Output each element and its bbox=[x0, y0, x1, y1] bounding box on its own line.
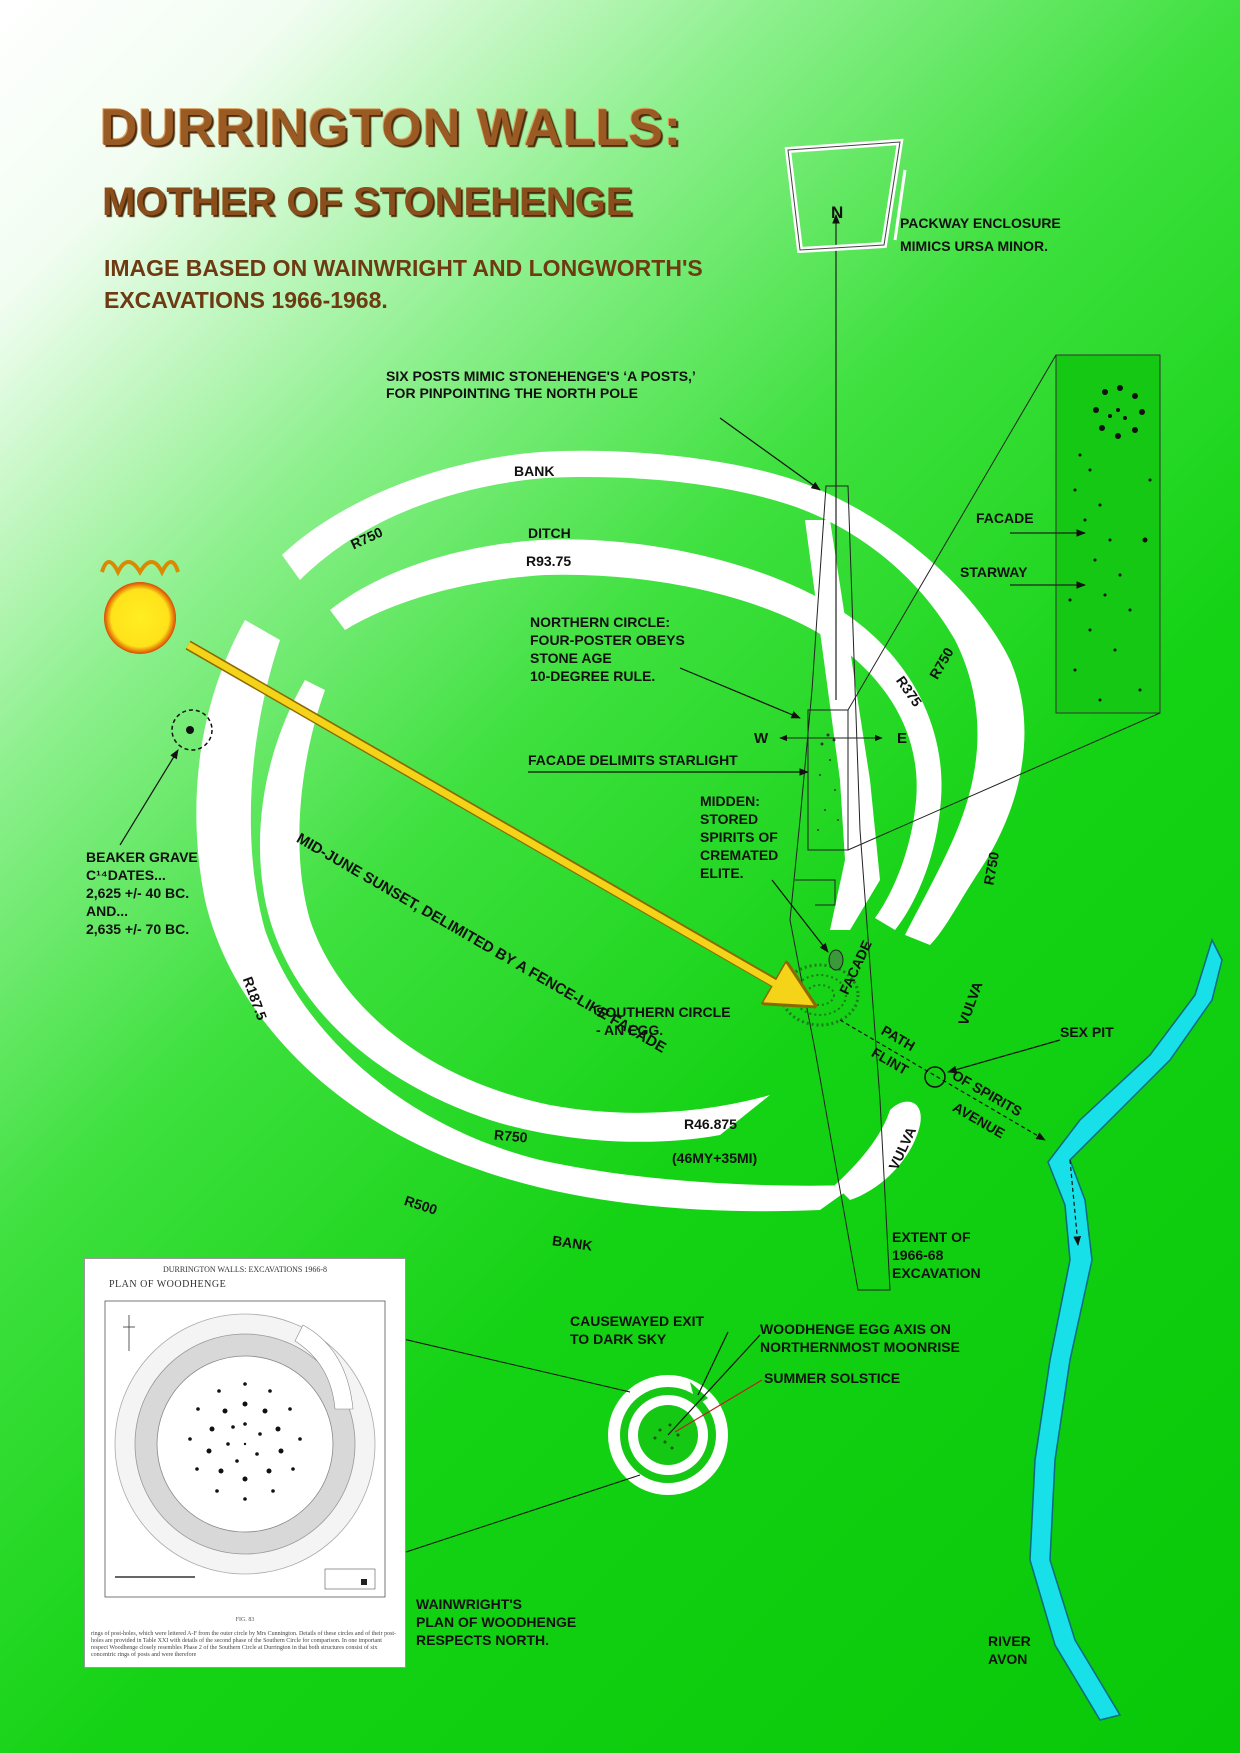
northern-circle-arrow bbox=[679, 667, 801, 719]
midden-arrow bbox=[771, 879, 829, 953]
sun-icon bbox=[100, 560, 180, 654]
northern-inset-panel bbox=[1055, 354, 1161, 714]
inner-ring-west bbox=[259, 680, 770, 1142]
inset-caption: rings of post-holes, which were lettered… bbox=[91, 1631, 397, 1658]
excavation-step bbox=[795, 879, 836, 906]
sunset-arrow-fill bbox=[186, 641, 802, 1002]
woodhenge-plan-posts bbox=[188, 1382, 302, 1501]
sex-pit-label: SEX PIT bbox=[1060, 1024, 1114, 1040]
northern-circle-posts bbox=[817, 733, 839, 831]
ditch-label: DITCH bbox=[528, 525, 571, 541]
inset-connector-top bbox=[847, 354, 1057, 711]
woodhenge-axis-line bbox=[667, 1334, 761, 1436]
outer-bank-lower bbox=[196, 620, 855, 1212]
packway-enclosure bbox=[784, 138, 904, 254]
flint-path-line bbox=[839, 1019, 1046, 1141]
inset-starway-label: STARWAY bbox=[960, 564, 1028, 580]
river-flow-arrow bbox=[1069, 1159, 1082, 1246]
solstice-line bbox=[674, 1379, 763, 1433]
compass-west: W bbox=[754, 730, 769, 747]
packway-enclosure-inner bbox=[787, 141, 901, 251]
sex-pit-circle bbox=[924, 1066, 946, 1088]
vulva-lower bbox=[835, 1101, 921, 1200]
bank-top-label: BANK bbox=[514, 463, 555, 479]
beaker-grave-dot bbox=[186, 726, 194, 734]
excavation-strip bbox=[789, 485, 891, 1291]
inner-ditch bbox=[330, 539, 942, 930]
page-subtitle: MOTHER OF STONEHENGE bbox=[102, 180, 633, 224]
r46-label: R46.875 bbox=[684, 1116, 737, 1132]
causeway-arrow bbox=[697, 1331, 729, 1396]
r750-south-label: R750 bbox=[493, 1126, 529, 1146]
woodhenge-plan-inset: DURRINGTON WALLS: EXCAVATIONS 1966-8 PLA… bbox=[84, 1258, 406, 1668]
summer-solstice-label: SUMMER SOLSTICE bbox=[764, 1370, 901, 1386]
inset-posts bbox=[1068, 385, 1152, 702]
inset-facade-label: FACADE bbox=[976, 510, 1034, 526]
east-bank-strip bbox=[805, 520, 880, 930]
beaker-arrow bbox=[119, 749, 179, 846]
packway-tail bbox=[893, 169, 907, 241]
southern-circle bbox=[780, 949, 860, 1027]
compass-north: N bbox=[831, 203, 844, 222]
northern-circle-label: NORTHERN CIRCLE:FOUR-POSTER OBEYS STONE … bbox=[530, 614, 685, 684]
r46-note-label: (46MY+35MI) bbox=[672, 1150, 758, 1166]
woodhenge-connector-bottom bbox=[405, 1474, 641, 1553]
woodhenge-plan-drawing bbox=[104, 1300, 386, 1598]
inset-title: PLAN OF WOODHENGE bbox=[109, 1279, 227, 1290]
page-title: DURRINGTON WALLS: bbox=[100, 99, 683, 157]
facade-limits-label: FACADE DELIMITS STARLIGHT bbox=[528, 752, 738, 768]
six-posts-arrow bbox=[719, 417, 821, 491]
beaker-grave-circle bbox=[171, 709, 213, 751]
inset-figure-number: FIG. 83 bbox=[235, 1617, 255, 1623]
six-posts-label: SIX POSTS MIMIC STONEHENGE'S ‘A POSTS,’F… bbox=[386, 368, 696, 401]
compass-east: E bbox=[897, 730, 908, 747]
r93-label: R93.75 bbox=[526, 553, 572, 569]
inset-connector-bottom bbox=[847, 712, 1161, 851]
northern-circle-box bbox=[807, 709, 849, 851]
southern-circle-label: SOUTHERN CIRCLE- AN EGG. bbox=[596, 1004, 731, 1038]
inset-header: DURRINGTON WALLS: EXCAVATIONS 1966-8 bbox=[162, 1265, 328, 1274]
sex-pit-arrow bbox=[947, 1039, 1061, 1074]
river-avon bbox=[1029, 937, 1223, 1721]
byline: IMAGE BASED ON WAINWRIGHT AND LONGWORTH'… bbox=[104, 255, 703, 313]
outer-bank bbox=[282, 450, 1025, 945]
